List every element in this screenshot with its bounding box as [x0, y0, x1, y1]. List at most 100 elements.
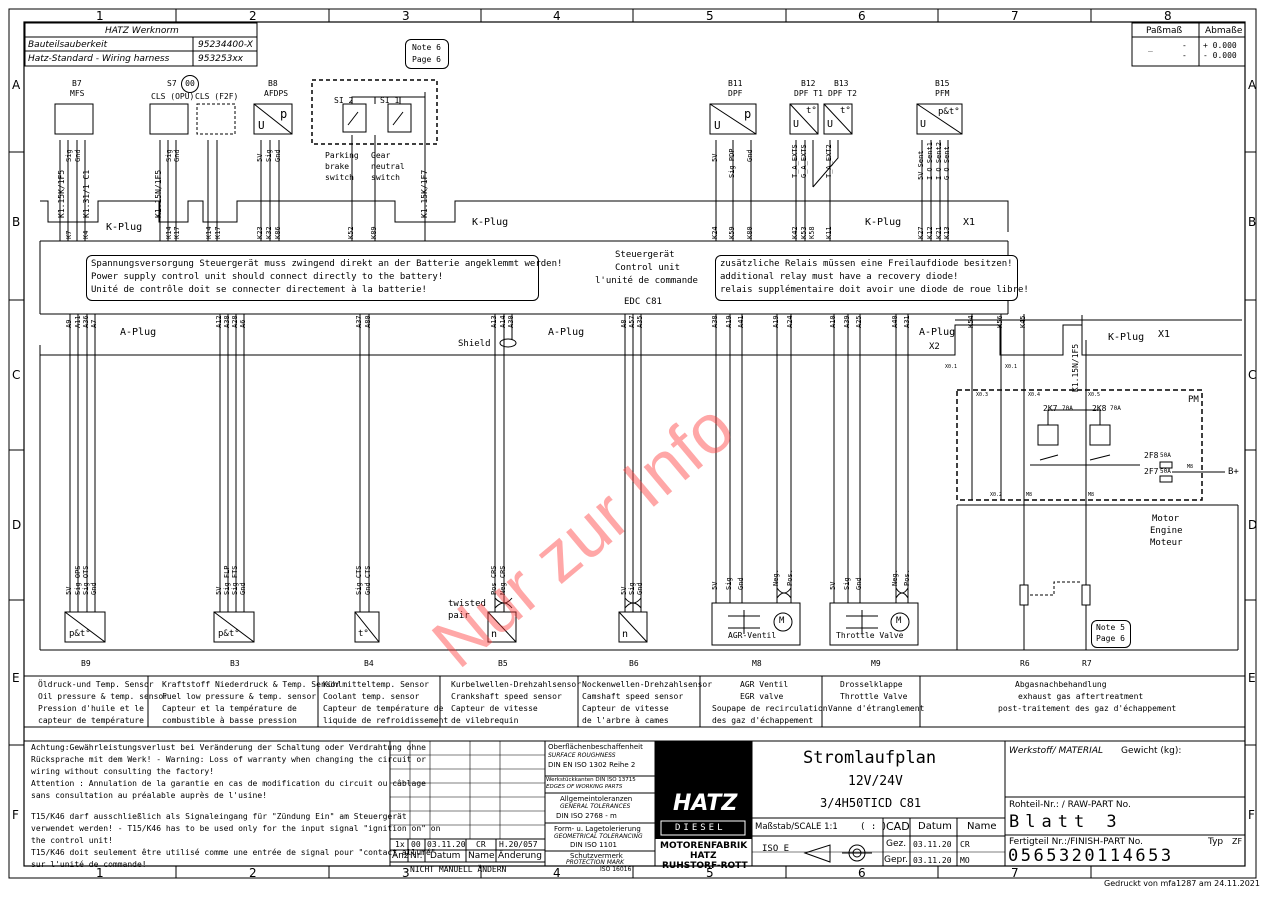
fuse-rating: 50A — [1160, 452, 1171, 459]
warning-line: zusätzliche Relais müssen eine Freilaufd… — [720, 259, 1013, 269]
legend-text: exhaust gas aftertreatment — [1018, 692, 1144, 701]
wire-label: K1.15K/1F5 — [57, 169, 66, 218]
iso-label: ISO E — [762, 844, 790, 854]
pin-label: K32 — [265, 226, 273, 239]
footer-line: T15/K46 doit seulement être utilisé comm… — [31, 848, 436, 857]
twisted-pair-label: twisted — [448, 599, 486, 609]
pin-label: K53 — [800, 226, 808, 239]
ecu-title: Steuergerät — [615, 250, 675, 260]
legend-text: Abgasnachbehandlung — [1015, 680, 1107, 689]
tolerance-minus: - 0.000 — [1203, 51, 1237, 60]
component-name: PFM — [935, 89, 950, 98]
legend-text: AGR Ventil — [740, 680, 789, 689]
fuse-rating: 50A — [1160, 468, 1171, 475]
pin-label: A9 — [65, 319, 73, 328]
wire-label: Gnd — [239, 582, 247, 595]
passmass-dash: - — [1182, 41, 1187, 50]
warning-line: Unité de contrôle doit se connecter dire… — [91, 285, 427, 295]
pin-label: K14 — [165, 226, 173, 239]
twisted-pair-label: pair — [448, 611, 470, 621]
rev-header: Name — [468, 851, 495, 861]
pm-terminal: X0.1 — [1005, 364, 1018, 370]
footer-line: sans consultation au préalable auprès de… — [31, 791, 268, 800]
wire-label: 5V — [620, 586, 628, 595]
drawn-name: CR — [960, 840, 970, 849]
rev-cell: 03.11.20 — [427, 840, 466, 849]
wire-label: 5V — [711, 581, 719, 590]
a-plug-label: A-Plug — [120, 327, 157, 338]
column-number: 2 — [249, 866, 257, 880]
column-number: 5 — [706, 9, 714, 23]
legend-text: Kurbelwellen-Drehzahlsensor — [451, 680, 582, 689]
rev-cell: H.20/057 — [499, 840, 538, 849]
switch-label: SI 1 — [380, 96, 400, 105]
pin-label: K42 — [791, 226, 799, 239]
std-text: Werkstückkanten DIN ISO 13715 — [546, 777, 636, 783]
motor-symbol: M — [896, 616, 902, 626]
drawn-label: Gez. — [886, 839, 907, 849]
pin-label: A30 — [507, 315, 515, 328]
warning-line: Power supply control unit should connect… — [91, 272, 444, 282]
scale-label: Maßstab/SCALE 1:1 — [755, 822, 838, 832]
pm-terminal: X0.3 — [976, 392, 989, 398]
footer-line: wiring without consulting the factory! — [31, 767, 215, 776]
voltage-symbol: U — [827, 119, 834, 130]
wire-label: Gnd — [74, 149, 82, 162]
component-id: B12 — [801, 79, 816, 88]
checked-label: Gepr. — [884, 855, 908, 865]
row-letter: E — [12, 671, 20, 685]
legend-text: liquide de refroidissement — [323, 716, 449, 725]
wire-label: Neg. — [772, 569, 780, 586]
pressure-symbol: p — [280, 107, 288, 121]
rev-cell: 1x — [395, 840, 405, 849]
row-letter: E — [1248, 671, 1256, 685]
sensor-symbol: t° — [358, 629, 369, 639]
wire-label: Sig CTS — [355, 565, 363, 595]
column-number: 1 — [96, 866, 104, 880]
column-number: 3 — [402, 866, 410, 880]
motor-symbol: M — [779, 616, 785, 626]
passmass-dash: - — [1182, 51, 1187, 60]
pin-label: K89 — [370, 226, 378, 239]
std-text: PROTECTION MARK — [566, 859, 625, 866]
row-letter: F — [1248, 808, 1255, 822]
component-id: R6 — [1020, 659, 1030, 668]
wire-label: Gnd — [746, 149, 754, 162]
pin-label: A36 — [82, 315, 90, 328]
weight-label: Gewicht (kg): — [1121, 746, 1182, 756]
pin-label: K52 — [347, 226, 355, 239]
component-name: DPF — [728, 89, 743, 98]
pm-terminal: M8 — [1088, 492, 1095, 498]
wire-label: G_A_EXTS — [800, 144, 808, 178]
wire-label: Sig FLP — [223, 565, 231, 595]
row-letter: B — [1248, 215, 1257, 229]
std-text: Oberflächenbeschaffenheit — [548, 743, 643, 751]
engine-label: Engine — [1150, 526, 1183, 536]
pin-label: K86 — [274, 226, 282, 239]
pin-label: A38 — [711, 315, 719, 328]
std-text: DIN EN ISO 1302 Reihe 2 — [548, 761, 636, 769]
wire-label: Gnd — [636, 582, 644, 595]
footer-line: Attention : Annulation de la garantie en… — [31, 779, 426, 788]
wire-label: T_A_EXTS — [791, 144, 799, 178]
wire-label: Sig — [65, 149, 73, 162]
component-id: B9 — [81, 659, 91, 668]
column-number: 7 — [1011, 866, 1019, 880]
wire-label: Sig PDP — [728, 148, 736, 178]
wire-label: Gnd — [855, 577, 863, 590]
pin-label: A39 — [843, 315, 851, 328]
drawn-date: 03.11.20 — [913, 840, 952, 849]
voltage-symbol: U — [714, 119, 721, 132]
k-plug-label: K-Plug — [865, 217, 902, 228]
component-name: DPF T1 — [794, 89, 823, 98]
pin-label: A19 — [772, 315, 780, 328]
std-text: DIN ISO 1101 — [570, 841, 617, 849]
legend-text: Vanne d'étranglement — [828, 704, 925, 713]
sensor-symbol: n — [491, 629, 498, 640]
sensor-symbol: Throttle Valve — [836, 631, 904, 640]
footer-line: the control unit! — [31, 836, 113, 845]
pin-label: A35 — [636, 315, 644, 328]
component-name: DPF T2 — [828, 89, 857, 98]
component-id: M8 — [752, 659, 762, 668]
rev-header: Datum — [430, 851, 461, 861]
